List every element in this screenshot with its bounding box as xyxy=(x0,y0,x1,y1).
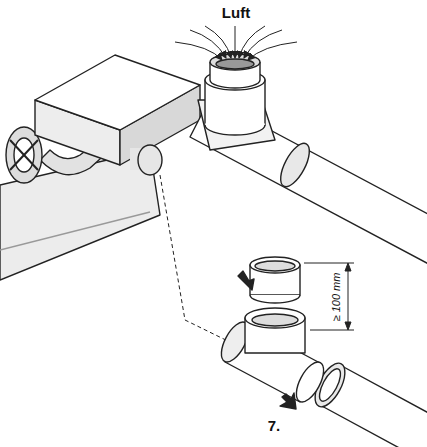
dimension-label: ≥ 100 mm xyxy=(330,273,342,322)
step-number: 7. xyxy=(266,418,283,435)
air-label: Luft xyxy=(222,5,250,22)
